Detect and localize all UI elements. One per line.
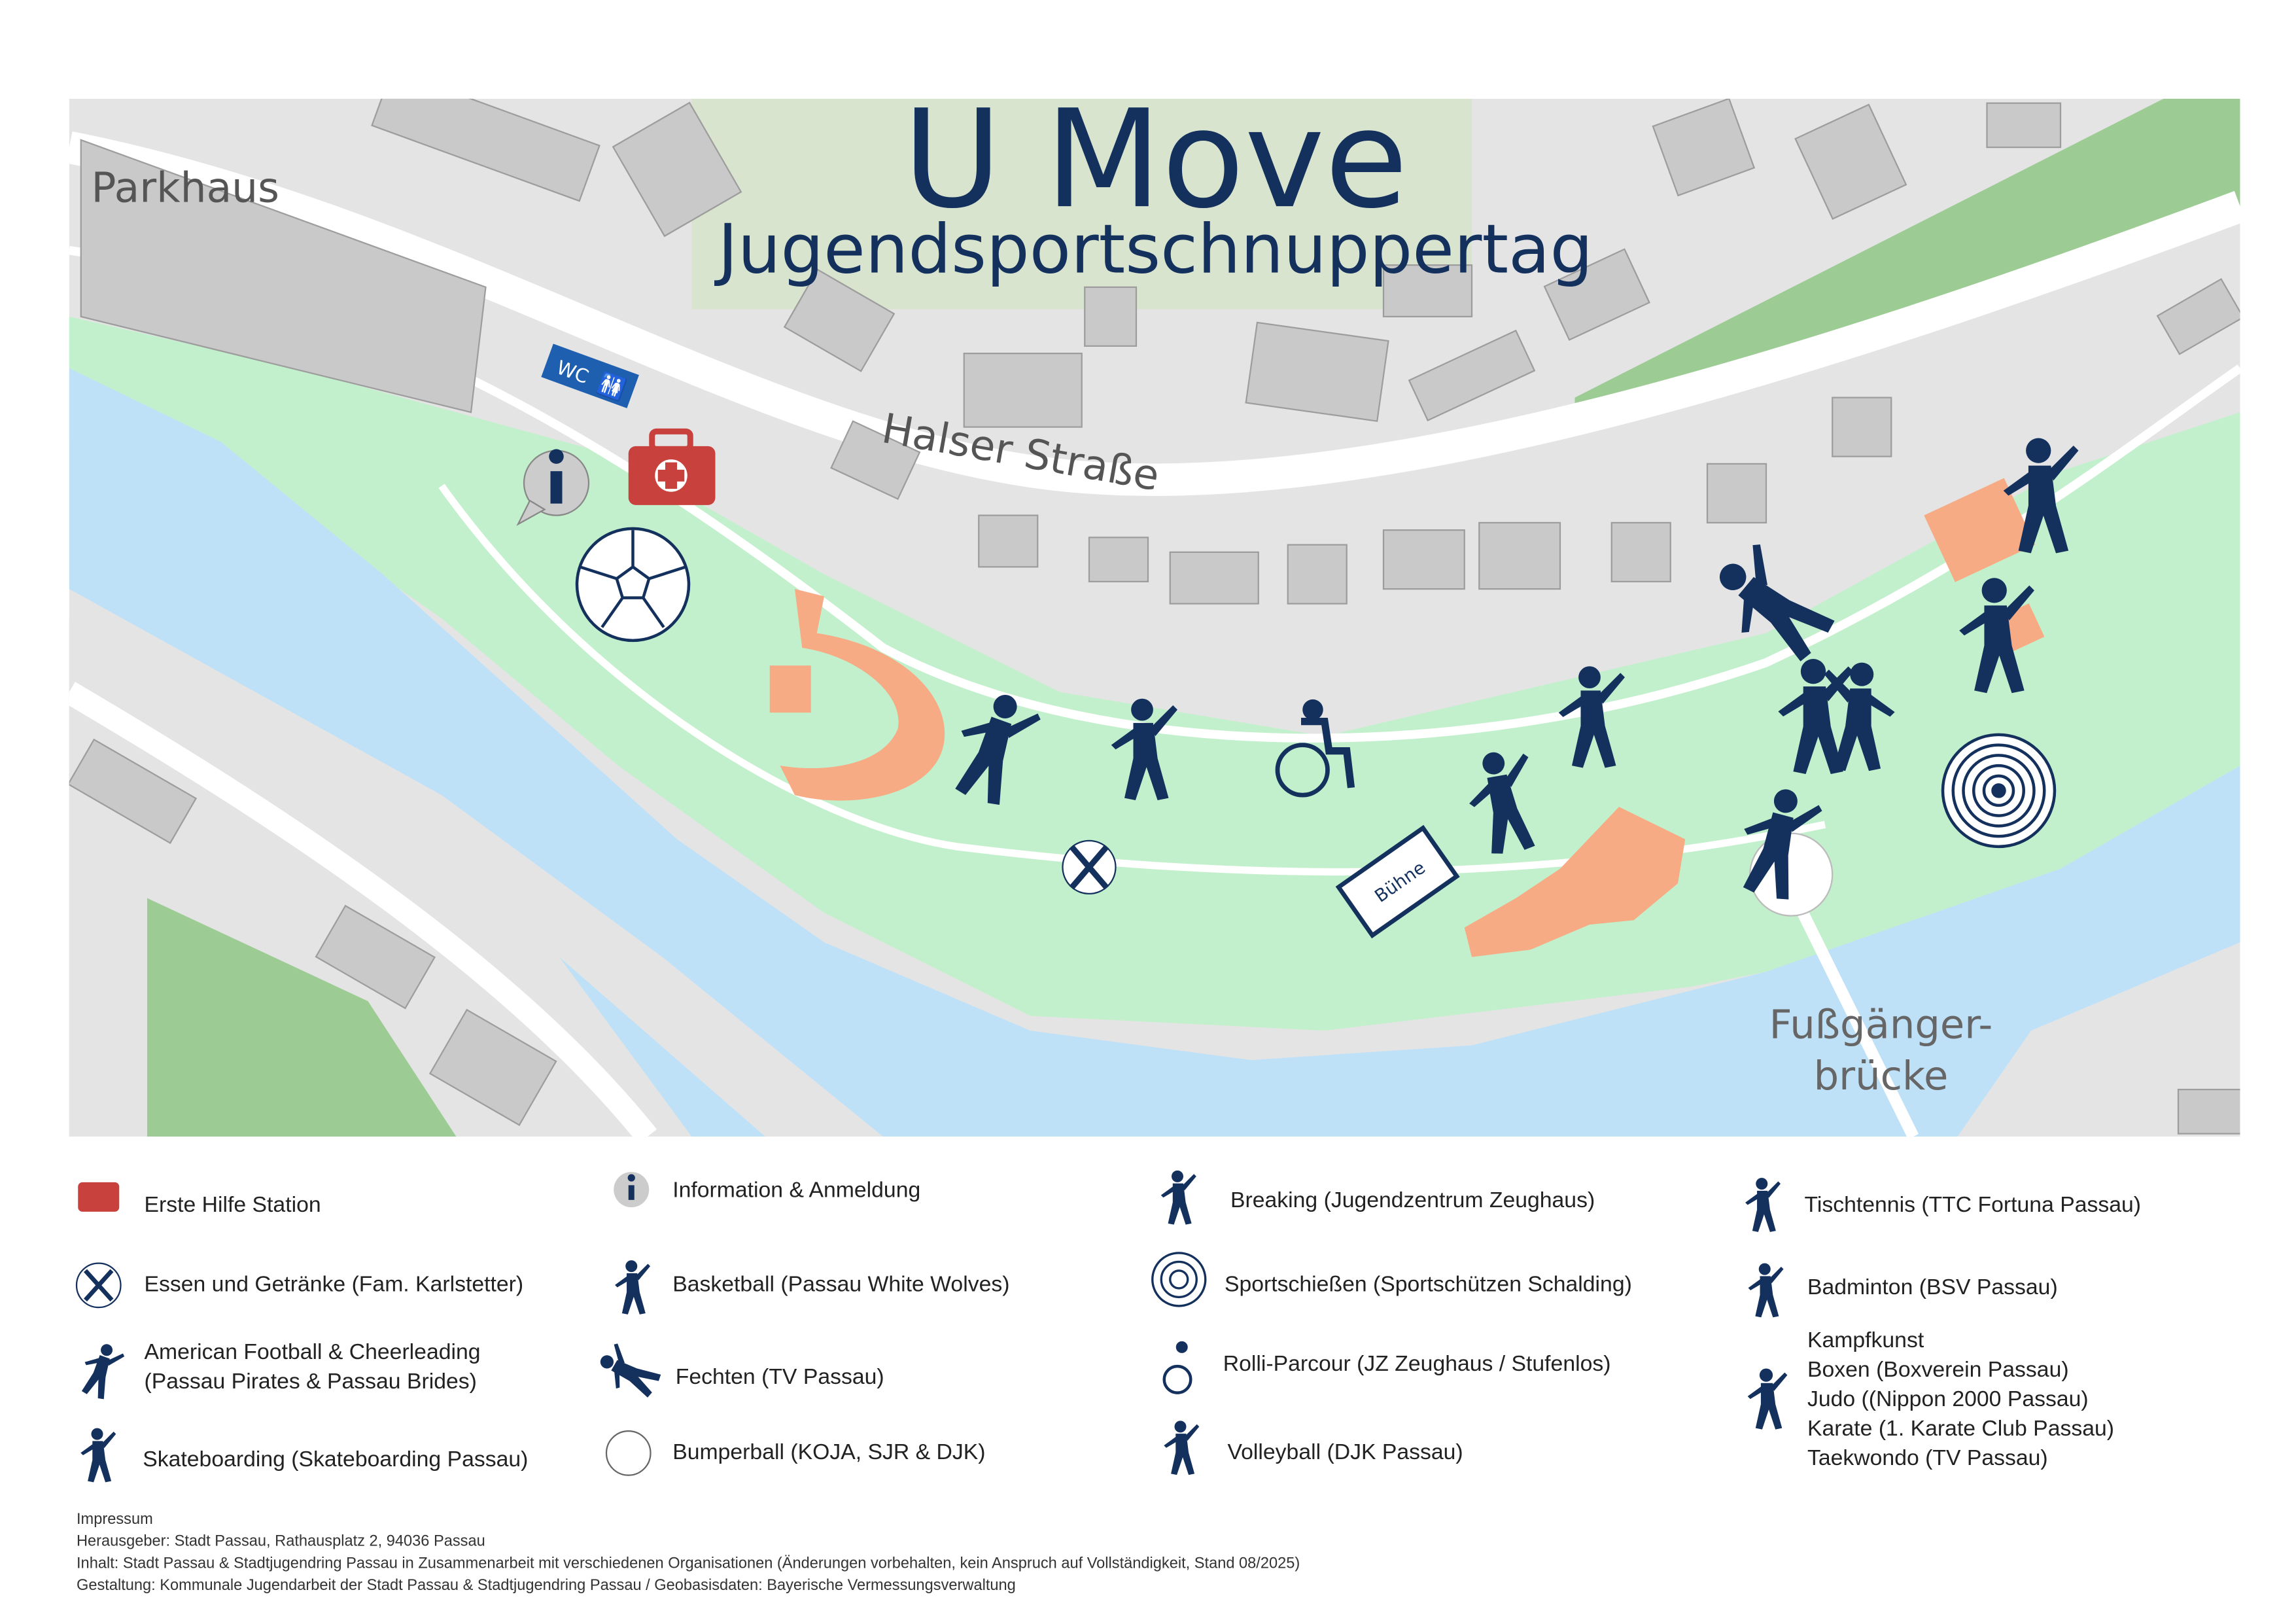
target-marker[interactable] bbox=[1941, 733, 2057, 849]
legend-label: Sportschießen (Sportschützen Schalding) bbox=[1225, 1271, 1632, 1296]
stage-marker[interactable]: Bühne bbox=[1335, 824, 1460, 939]
food-icon bbox=[75, 1262, 122, 1309]
legend-item-bumperball: Bumperball (KOJA, SJR & DJK) bbox=[605, 1430, 986, 1476]
field-small bbox=[769, 665, 811, 713]
impressum-publisher: Herausgeber: Stadt Passau, Rathausplatz … bbox=[77, 1533, 485, 1550]
first-aid-marker[interactable] bbox=[628, 428, 716, 505]
cross-icon bbox=[657, 462, 685, 489]
legend-item-table-tennis: Tischtennis (TTC Fortuna Passau) bbox=[1745, 1178, 2141, 1232]
park-area bbox=[69, 316, 2240, 1031]
legend-item-food: Essen und Getränke (Fam. Karlstetter) bbox=[75, 1262, 524, 1309]
legend-label: Volleyball (DJK Passau) bbox=[1228, 1439, 1463, 1464]
legend-item-martial-arts: Kampfkunst Boxen (Boxverein Passau) Judo… bbox=[1747, 1328, 2114, 1470]
legend: Erste Hilfe Station Essen und Getränke (… bbox=[75, 1170, 2141, 1483]
legend-label: Fechten (TV Passau) bbox=[676, 1364, 884, 1389]
road-halser-strasse bbox=[69, 131, 2240, 496]
table-tennis-icon bbox=[1745, 1178, 1781, 1232]
legend-label: Rolli-Parcour (JZ Zeughaus / Stufenlos) bbox=[1223, 1351, 1611, 1376]
label-parkhaus: Parkhaus bbox=[92, 164, 279, 211]
target-icon bbox=[1151, 1252, 1207, 1307]
info-icon bbox=[550, 471, 563, 504]
legend-item-football: American Football & Cheerleading (Passau… bbox=[75, 1339, 481, 1402]
legend-item-target: Sportschießen (Sportschützen Schalding) bbox=[1151, 1252, 1632, 1307]
impressum-design: Gestaltung: Kommunale Jugendarbeit der S… bbox=[77, 1577, 1016, 1594]
east-bank bbox=[1957, 942, 2240, 1137]
volleyball-icon bbox=[1164, 1421, 1200, 1475]
legend-item-info: Information & Anmeldung bbox=[614, 1172, 920, 1208]
impressum: Impressum Herausgeber: Stadt Passau, Rat… bbox=[77, 1511, 1300, 1594]
legend-label: Breaking (Jugendzentrum Zeughaus) bbox=[1230, 1188, 1595, 1212]
green-area-north bbox=[691, 98, 1472, 309]
bumperball-icon bbox=[605, 1430, 652, 1476]
impressum-content: Inhalt: Stadt Passau & Stadtjugendring P… bbox=[77, 1554, 1300, 1572]
south-green bbox=[147, 898, 457, 1137]
legend-label: Tischtennis (TTC Fortuna Passau) bbox=[1805, 1192, 2142, 1217]
legend-label: Information & Anmeldung bbox=[672, 1177, 920, 1202]
footbridge bbox=[1783, 881, 1919, 1137]
legend-item-basketball: Basketball (Passau White Wolves) bbox=[615, 1260, 1009, 1315]
legend-label: Karate (1. Karate Club Passau) bbox=[1807, 1416, 2114, 1441]
legend-item-first-aid: Erste Hilfe Station bbox=[78, 1182, 321, 1217]
buildings bbox=[69, 98, 2240, 1135]
legend-item-volleyball: Volleyball (DJK Passau) bbox=[1164, 1421, 1463, 1475]
field-east bbox=[1464, 807, 1686, 957]
basketball-icon bbox=[615, 1260, 651, 1315]
label-bridge-1: Fußgänger- bbox=[1769, 1002, 1993, 1048]
wc-sign[interactable]: WC 🚻 bbox=[541, 344, 639, 408]
map[interactable]: Parkhaus Halser Straße Fußgänger- brücke… bbox=[68, 70, 2244, 1137]
legend-label: Taekwondo (TV Passau) bbox=[1807, 1445, 2048, 1470]
legend-item-wheelchair: Rolli-Parcour (JZ Zeughaus / Stufenlos) bbox=[1162, 1341, 1611, 1394]
legend-label: Badminton (BSV Passau) bbox=[1807, 1275, 2058, 1299]
impressum-heading: Impressum bbox=[77, 1511, 153, 1528]
legend-item-breaking: Breaking (Jugendzentrum Zeughaus) bbox=[1160, 1170, 1595, 1225]
wheelchair-marker[interactable] bbox=[1275, 699, 1355, 798]
bumperball-marker[interactable] bbox=[575, 527, 691, 643]
legend-label: Essen und Getränke (Fam. Karlstetter) bbox=[145, 1271, 524, 1296]
football-icon bbox=[75, 1339, 127, 1402]
legend-item-skateboard: Skateboarding (Skateboarding Passau) bbox=[80, 1428, 528, 1483]
breaking-icon bbox=[1160, 1170, 1196, 1225]
badminton-icon bbox=[1748, 1263, 1784, 1318]
legend-label: Erste Hilfe Station bbox=[145, 1192, 321, 1217]
field-west bbox=[780, 589, 945, 801]
forest-northeast bbox=[1574, 98, 2240, 413]
legend-label: Skateboarding (Skateboarding Passau) bbox=[143, 1447, 528, 1472]
martial-arts-icon bbox=[1747, 1368, 1788, 1430]
legend-label: (Passau Pirates & Passau Brides) bbox=[145, 1369, 477, 1394]
road-south bbox=[69, 682, 657, 1137]
skateboard-icon bbox=[80, 1428, 116, 1483]
page-title: U Move bbox=[903, 80, 1408, 238]
food-marker[interactable] bbox=[1062, 839, 1117, 894]
field-volleyball bbox=[1924, 478, 2036, 582]
fencing-icon bbox=[591, 1340, 665, 1405]
legend-item-fencing: Fechten (TV Passau) bbox=[591, 1340, 884, 1405]
label-bridge-2: brücke bbox=[1814, 1053, 1949, 1099]
first-aid-icon bbox=[78, 1182, 120, 1212]
legend-label: American Football & Cheerleading bbox=[145, 1339, 481, 1364]
legend-label: Bumperball (KOJA, SJR & DJK) bbox=[672, 1439, 985, 1464]
page-subtitle: Jugendsportschnuppertag bbox=[714, 210, 1593, 289]
legend-label: Judo ((Nippon 2000 Passau) bbox=[1807, 1386, 2089, 1411]
legend-label: Kampfkunst bbox=[1807, 1328, 1924, 1352]
legend-label: Boxen (Boxverein Passau) bbox=[1807, 1357, 2069, 1382]
info-marker[interactable] bbox=[516, 449, 590, 526]
legend-label: Basketball (Passau White Wolves) bbox=[672, 1271, 1009, 1296]
wheelchair-icon bbox=[1162, 1364, 1192, 1394]
legend-item-badminton: Badminton (BSV Passau) bbox=[1748, 1263, 2058, 1318]
